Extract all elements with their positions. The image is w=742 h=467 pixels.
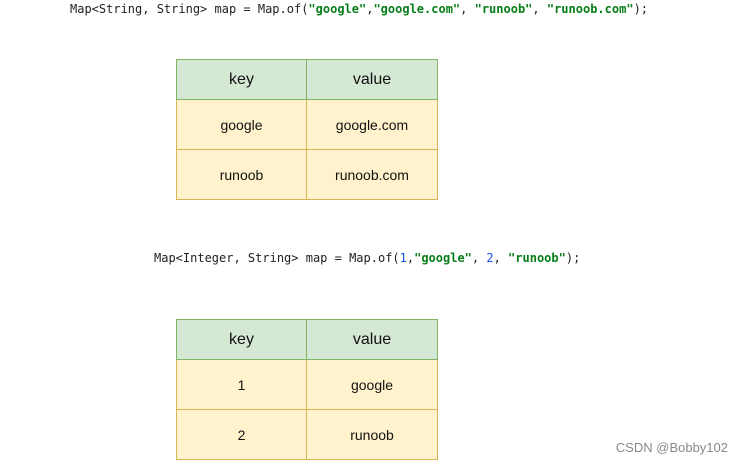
- cell-value: google.com: [306, 99, 438, 150]
- cell-value: google: [306, 359, 438, 410]
- cell-value: runoob.com: [306, 149, 438, 200]
- code-text: );: [633, 2, 649, 16]
- string-literal: "google.com": [373, 2, 461, 16]
- cell-value: runoob: [306, 409, 438, 460]
- code-text: Map<String, String> map = Map.of(: [70, 2, 309, 16]
- table-row: 2 runoob: [176, 409, 438, 460]
- cell-key: 1: [176, 359, 307, 410]
- table-header-row: key value: [176, 319, 438, 360]
- string-literal: "runoob": [508, 251, 566, 265]
- number-literal: 2: [486, 251, 494, 265]
- string-literal: "google": [414, 251, 472, 265]
- table-row: google google.com: [176, 99, 438, 150]
- code-text: );: [565, 251, 581, 265]
- string-literal: "google": [308, 2, 367, 16]
- code-text: ,: [366, 2, 374, 16]
- header-key: key: [176, 59, 307, 100]
- string-literal: "runoob": [474, 2, 533, 16]
- cell-key: google: [176, 99, 307, 150]
- number-literal: 1: [399, 251, 407, 265]
- cell-key: runoob: [176, 149, 307, 200]
- code-text: ,: [493, 251, 509, 265]
- watermark: CSDN @Bobby102: [615, 440, 728, 455]
- code-text: Map<Integer, String> map = Map.of(: [154, 251, 400, 265]
- code-text: ,: [471, 251, 487, 265]
- header-value: value: [306, 59, 438, 100]
- code-text: ,: [532, 2, 547, 16]
- code-text: ,: [460, 2, 475, 16]
- table-row: 1 google: [176, 359, 438, 410]
- header-key: key: [176, 319, 307, 360]
- cell-key: 2: [176, 409, 307, 460]
- table-row: runoob runoob.com: [176, 149, 438, 200]
- code-line-integer-map: Map<Integer, String> map = Map.of(1,"goo…: [154, 250, 580, 266]
- code-line-string-map: Map<String, String> map = Map.of("google…: [70, 1, 648, 17]
- map-table-string-keys: key value google google.com runoob runoo…: [176, 59, 438, 200]
- table-header-row: key value: [176, 59, 438, 100]
- header-value: value: [306, 319, 438, 360]
- code-text: ,: [406, 251, 415, 265]
- string-literal: "runoob.com": [546, 2, 634, 16]
- map-table-integer-keys: key value 1 google 2 runoob: [176, 319, 438, 460]
